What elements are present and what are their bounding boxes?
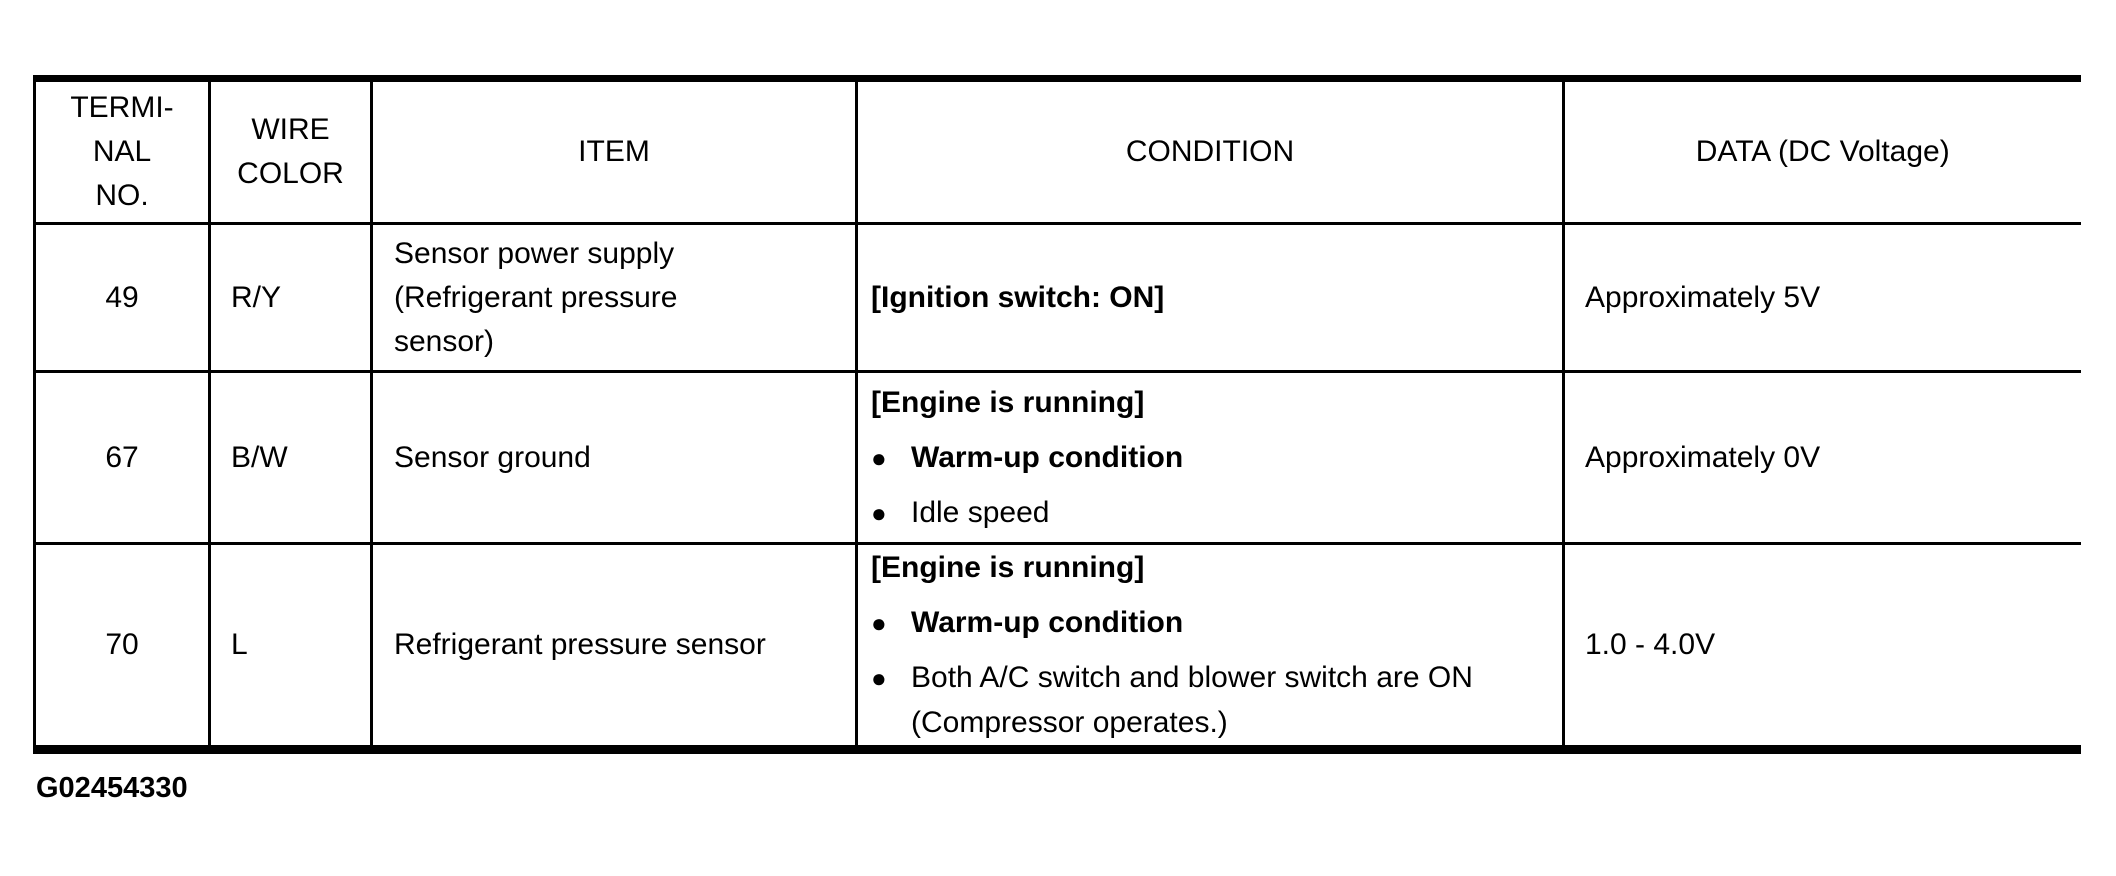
header-line: CONDITION [1125, 135, 1295, 168]
figure-id-label: G02454330 [36, 772, 188, 804]
condition-text: [Ignition switch: ON] [871, 280, 1165, 314]
header-cell-data-dc-voltage: DATA (DC Voltage) [1562, 77, 2081, 225]
condition-text: [Engine is running] [871, 385, 1145, 419]
item-line: Sensor power supply [394, 236, 675, 270]
item-line: Refrigerant pressure sensor [394, 628, 766, 661]
cell-item: Sensor ground [370, 370, 858, 545]
condition-text: Both A/C switch and blower switch are ON [911, 660, 1473, 694]
condition-line: ● Warm-up condition [871, 601, 1561, 645]
item-line: (Refrigerant pressure [394, 280, 678, 314]
condition-text: Idle speed [911, 495, 1050, 529]
condition-line: [Ignition switch: ON] [871, 276, 1561, 320]
condition-text: [Engine is running] [871, 550, 1145, 584]
condition-text: Warm-up condition [911, 605, 1184, 639]
condition-text: Warm-up condition [911, 440, 1184, 474]
cell-terminal-no: 49 [33, 222, 211, 373]
condition-line: (Compressor operates.) [871, 701, 1561, 745]
header-cell-condition: CONDITION [855, 77, 1565, 225]
header-line: NO. [95, 179, 149, 212]
condition-line: [Engine is running] [871, 547, 1561, 590]
condition-line: ● Warm-up condition [871, 436, 1561, 480]
header-line: NAL [92, 135, 152, 168]
bullet-icon: ● [871, 442, 887, 473]
cell-data: Approximately 0V [1562, 370, 2081, 545]
cell-condition: [Engine is running] ● Warm-up condition ● Bo… [855, 542, 1565, 751]
table-header: TERMI- NAL NO. WIRE COLOR ITEM CONDITION DATA (… [33, 77, 2081, 225]
header-line: DATA (DC Voltage) [1695, 135, 1950, 168]
header-cell-item: ITEM [370, 77, 858, 225]
header-line: TERMI- [70, 91, 174, 124]
cell-wire-color: L [208, 542, 373, 751]
cell-wire-color: R/Y [208, 222, 373, 373]
cell-data: 1.0 - 4.0V [1562, 542, 2081, 751]
header-line: COLOR [237, 157, 344, 190]
header-line: WIRE [251, 113, 330, 146]
terminal-spec-table: TERMI- NAL NO. WIRE COLOR ITEM CONDITION DATA (… [33, 75, 2081, 754]
header-row: TERMI- NAL NO. WIRE COLOR ITEM CONDITION DATA (… [33, 77, 2081, 225]
bullet-icon: ● [871, 607, 887, 638]
bullet-icon: ● [871, 662, 887, 693]
item-line: Sensor ground [394, 440, 591, 474]
header-cell-wire-color: WIRE COLOR [208, 77, 373, 225]
condition-text: (Compressor operates.) [911, 705, 1228, 739]
cell-condition: [Ignition switch: ON] [855, 222, 1565, 373]
bullet-icon: ● [871, 497, 887, 528]
cell-wire-color: B/W [208, 370, 373, 545]
condition-line: [Engine is running] [871, 381, 1561, 425]
cell-condition: [Engine is running] ● Warm-up condition ● Id… [855, 370, 1565, 545]
cell-terminal-no: 70 [33, 542, 211, 751]
item-line: sensor) [394, 324, 495, 358]
condition-line: ● Idle speed [871, 491, 1561, 535]
cell-terminal-no: 67 [33, 370, 211, 545]
cell-item: Refrigerant pressure sensor [370, 542, 858, 751]
cell-data: Approximately 5V [1562, 222, 2081, 373]
condition-line: ● Both A/C switch and blower switch are O… [871, 656, 1561, 700]
header-line: ITEM [578, 135, 650, 168]
cell-item: Sensor power supply (Refrigerant pressure… [370, 222, 858, 373]
header-cell-terminal-no: TERMI- NAL NO. [33, 77, 211, 225]
